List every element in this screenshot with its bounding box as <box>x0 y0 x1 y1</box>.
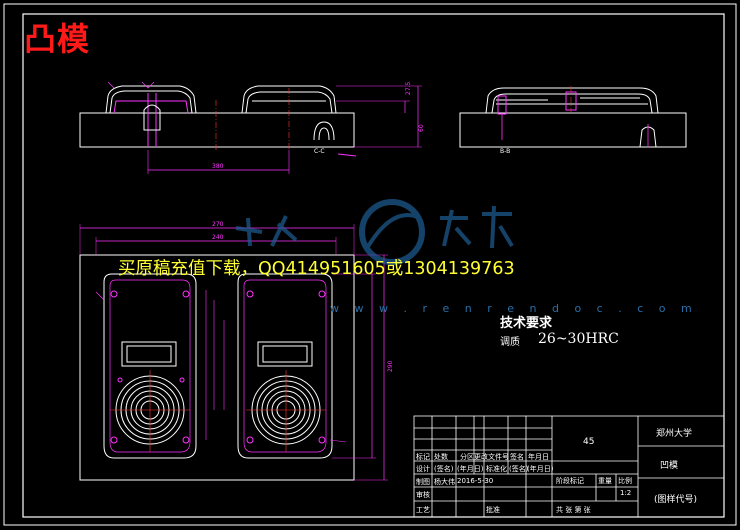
row-standard-sign: (签名) <box>509 465 529 473</box>
row-design-date: (年月日) <box>457 465 484 473</box>
part-name: 凹模 <box>660 461 679 471</box>
tech-requirements-label: 调质 <box>500 337 520 348</box>
tech-requirements-value: 26~30HRC <box>538 331 619 347</box>
watermark-url: w w w . r e n r e n d o c . c o m <box>330 302 698 315</box>
plan-width-dim-2: 240 <box>212 234 224 241</box>
drawing-title: 凸模 <box>24 20 91 58</box>
row-draw-label: 制图 <box>416 478 430 486</box>
row-review-label: 审核 <box>416 491 430 499</box>
header-change-doc: 更改文件号 <box>474 453 509 461</box>
row-standard-date: (年月日) <box>527 465 554 473</box>
header-mark: 标记 <box>416 453 430 461</box>
sheet-count: 共 张 第 张 <box>556 506 591 514</box>
front-view <box>79 81 422 174</box>
drawing-number: (图样代号) <box>654 495 698 505</box>
section-label-bb: B-B <box>500 148 510 155</box>
row-standard-label: 标准化 <box>486 465 507 473</box>
header-count: 处数 <box>434 453 448 461</box>
header-date: 年月日 <box>528 453 549 461</box>
front-width-dim: 380 <box>212 163 224 170</box>
ad-banner-text: 买原稿充值下载，QQ414951605或1304139763 <box>118 259 515 279</box>
stage-label: 阶段标记 <box>556 477 584 485</box>
row-draw-date: 2016-5-30 <box>457 477 494 485</box>
row-design-sign: (签名) <box>434 465 454 473</box>
scale-label: 比例 <box>618 477 632 485</box>
drawing-border <box>3 3 737 526</box>
university-name: 郑州大学 <box>656 429 693 439</box>
drawing-inner-frame <box>22 13 725 518</box>
row-process-label: 工艺 <box>416 506 430 514</box>
tech-requirements-heading: 技术要求 <box>500 316 553 331</box>
header-zone: 分区 <box>460 453 474 461</box>
row-design-label: 设计 <box>416 465 430 473</box>
plan-view <box>79 224 388 481</box>
plan-height-dim: 290 <box>387 360 394 372</box>
row-approve-label: 批准 <box>486 506 500 514</box>
front-height-dim-1: 27.5 <box>405 81 412 95</box>
row-draw-name: 杨大伟 <box>434 478 455 486</box>
scale-value: 1:2 <box>620 489 632 497</box>
front-height-dim-2: 60 <box>418 124 425 132</box>
material-value: 45 <box>583 437 595 447</box>
section-label-cc: C-C <box>314 148 325 155</box>
header-signature: 签名 <box>510 453 524 461</box>
side-view <box>459 86 687 148</box>
title-block <box>413 415 725 518</box>
weight-label: 重量 <box>598 477 612 485</box>
watermark-logo <box>235 199 514 265</box>
plan-width-dim-1: 270 <box>212 221 224 228</box>
